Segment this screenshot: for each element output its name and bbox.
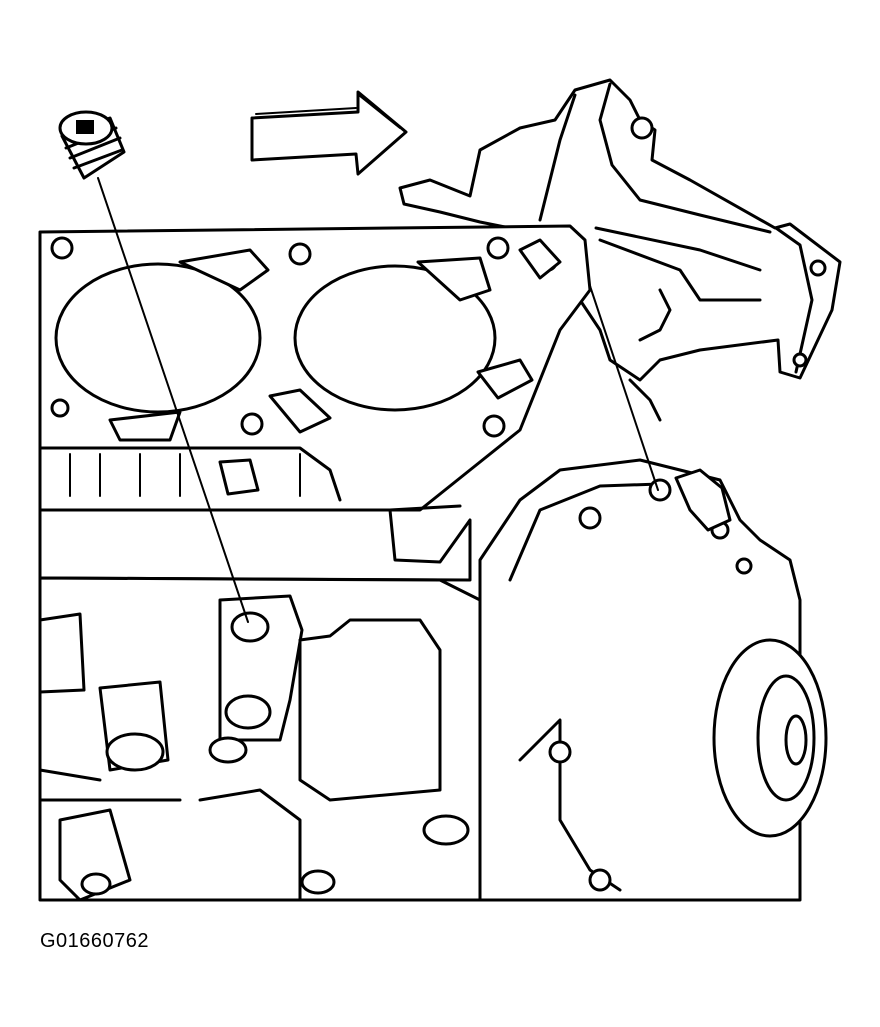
callout-leader-line-right [589,285,659,491]
timing-cover [478,458,828,902]
engine-block [38,224,592,902]
callout-leader-line [97,177,249,623]
figure-id-label: G01660762 [40,930,150,952]
threaded-plug-icon [58,110,126,180]
engine-block-diagram [38,78,842,902]
direction-arrow-icon [250,90,408,176]
accessory-bracket [398,78,842,422]
